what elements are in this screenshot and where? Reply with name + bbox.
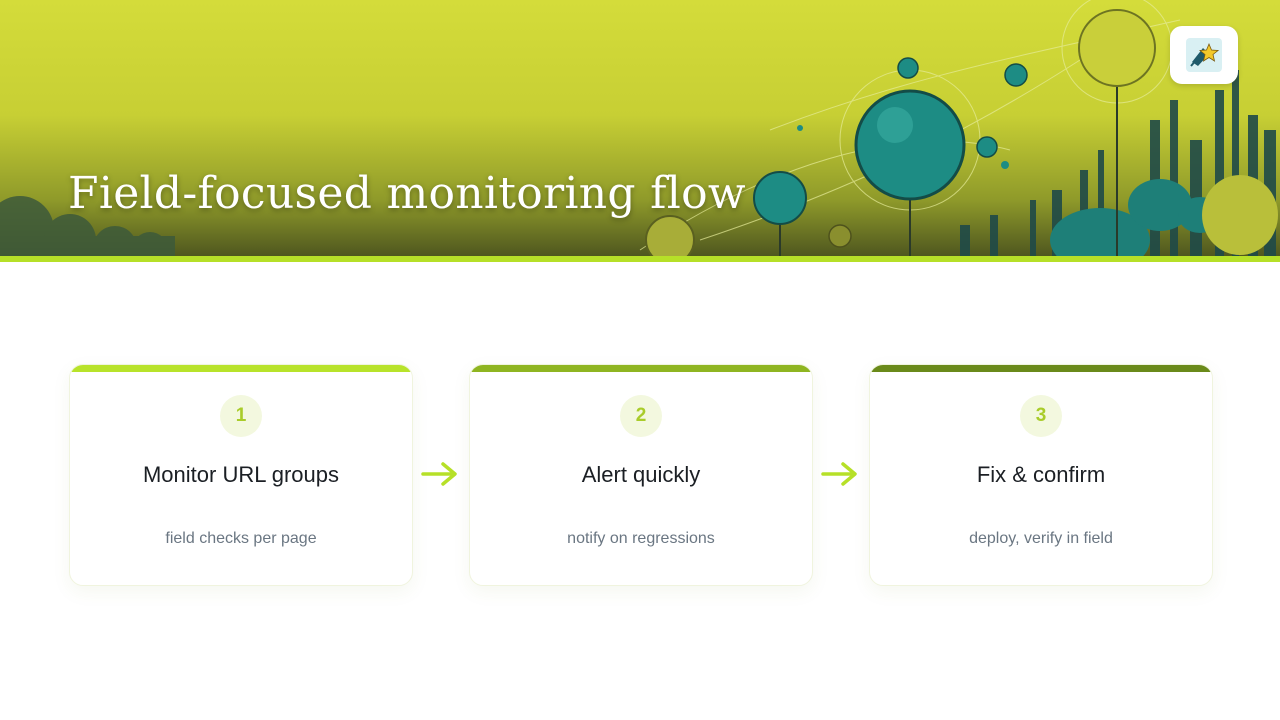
- step-title: Alert quickly: [581, 462, 701, 487]
- card-top-bar: [70, 365, 412, 372]
- hero-illustration: [0, 0, 1278, 256]
- step-description: notify on regressions: [567, 530, 715, 547]
- step-number-badge: 3: [1020, 395, 1062, 437]
- step-card-2: 2 Alert quickly notify on regressions: [469, 364, 813, 586]
- card-top-bar: [870, 365, 1212, 372]
- step-description: field checks per page: [165, 530, 317, 547]
- arrow-right-icon: [821, 462, 857, 486]
- slide-title: Field-focused monitoring flow: [68, 168, 746, 219]
- hero-accent-bar: [0, 256, 1280, 262]
- arrow-right-icon: [421, 462, 457, 486]
- step-card-1: 1 Monitor URL groups field checks per pa…: [69, 364, 413, 586]
- step-card-3: 3 Fix & confirm deploy, verify in field: [869, 364, 1213, 586]
- step-number-badge: 1: [220, 395, 262, 437]
- logo-badge: [1170, 26, 1238, 84]
- card-top-bar: [470, 365, 812, 372]
- step-number-badge: 2: [620, 395, 662, 437]
- hero-banner: Field-focused monitoring flow: [0, 0, 1280, 256]
- step-description: deploy, verify in field: [969, 530, 1113, 547]
- rocket-star-logo-icon: [1190, 42, 1219, 67]
- step-title: Monitor URL groups: [142, 462, 340, 487]
- step-title: Fix & confirm: [976, 462, 1106, 487]
